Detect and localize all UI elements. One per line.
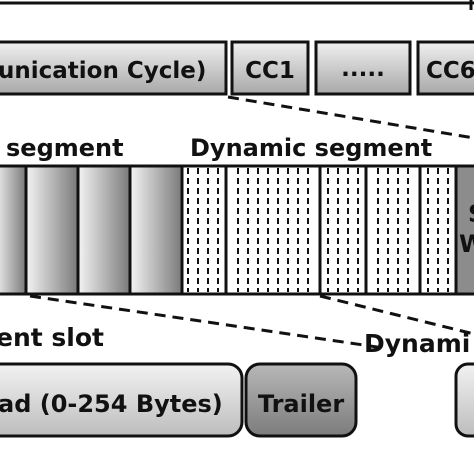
zoom-connector-dynamic-slot	[319, 294, 474, 336]
dynamic-frame-box	[454, 362, 474, 438]
static-slot-label: ent slot	[0, 323, 104, 352]
cycle-label-ellipsis: .....	[341, 56, 385, 82]
cycle-cell-communication-cycle	[0, 40, 228, 96]
static-segment-label: segment	[6, 134, 124, 162]
cycle-row: unication Cycle) CC1 ..... CC6	[0, 40, 474, 96]
cycle-cell-cc1	[230, 40, 310, 96]
trailer-box	[244, 362, 358, 438]
frame-row: ad (0-254 Bytes) Trailer	[0, 362, 474, 438]
trailer-label: Trailer	[258, 390, 344, 418]
static-slot	[0, 164, 28, 296]
symbol-window	[454, 164, 474, 296]
cycle-label-communication-cycle: unication Cycle)	[0, 58, 206, 84]
static-slot	[76, 164, 132, 296]
cycle-label-cc1: CC1	[245, 58, 295, 84]
symbol-window-label-line2: W	[459, 230, 474, 258]
payload-label: ad (0-254 Bytes)	[0, 390, 223, 418]
segment-row: segment Dynamic segment S W	[0, 134, 474, 296]
static-slot	[24, 164, 80, 296]
static-slot	[128, 164, 184, 296]
cycle-cell-cc6	[416, 40, 474, 96]
cycle-label-cc6: CC6	[426, 58, 474, 84]
symbol-window-label-line1: S	[468, 200, 474, 228]
payload-box	[0, 362, 244, 438]
dynamic-slot-label: Dynami	[364, 329, 470, 358]
cycle-cell-ellipsis	[314, 40, 412, 96]
zoom-connector-static-slot	[29, 294, 385, 350]
zoom-connector-cycle	[227, 95, 474, 140]
dynamic-segment-label: Dynamic segment	[190, 134, 432, 162]
dynamic-minislots	[187, 168, 449, 292]
